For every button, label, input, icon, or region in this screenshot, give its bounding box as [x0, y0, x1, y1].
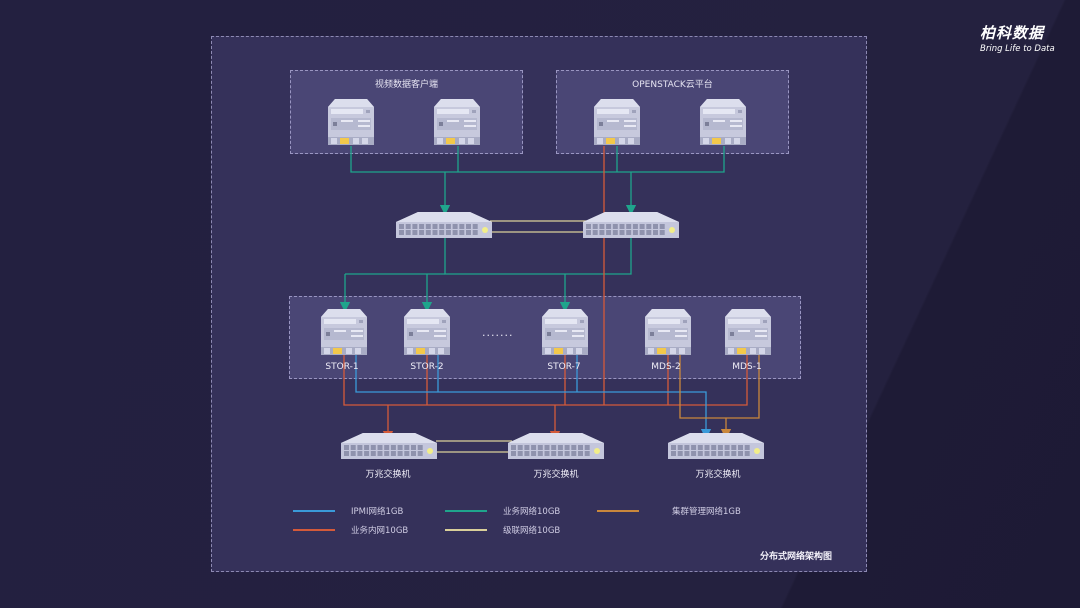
switch-label-3: 万兆交换机 — [695, 470, 741, 480]
legend-swatch — [445, 510, 487, 512]
server-icon-video-client-2 — [434, 99, 480, 145]
node-label-stor-1: STOR-1 — [325, 362, 359, 372]
legend-label: 业务网络10GB — [503, 507, 561, 517]
ellipsis: ······· — [482, 329, 514, 342]
legend-swatch — [597, 510, 639, 512]
group-title-video-clients: 视频数据客户端 — [374, 80, 438, 90]
switch-label-1: 万兆交换机 — [365, 470, 411, 480]
switch-business-2-icon — [583, 212, 679, 238]
server-icon-mds-1 — [725, 309, 771, 355]
logo-brand: 柏科数据 — [980, 24, 1045, 42]
node-label-mds-2: MDS-2 — [651, 362, 681, 372]
group-title-openstack: OPENSTACK云平台 — [632, 80, 713, 90]
group-openstack: OPENSTACK云平台 — [556, 70, 789, 154]
node-label-mds-1: MDS-1 — [732, 362, 762, 372]
legend-ipmi: IPMI网络1GB — [293, 505, 403, 517]
legend-cluster-mgmt: 集群管理网络1GB — [597, 505, 741, 517]
server-icon-stor-1 — [321, 309, 367, 355]
diagram-caption: 分布式网络架构图 — [760, 552, 833, 562]
legend-business: 业务网络10GB — [445, 505, 560, 517]
legend-swatch — [445, 529, 487, 531]
legend-label: 业务内网10GB — [351, 526, 409, 536]
server-icon-stor-2 — [404, 309, 450, 355]
server-icon-openstack-2 — [700, 99, 746, 145]
switch-label-2: 万兆交换机 — [533, 470, 579, 480]
logo-tagline: Bring Life to Data — [980, 44, 1055, 54]
legend-swatch — [293, 529, 335, 531]
legend-cascade: 级联网络10GB — [445, 524, 560, 536]
server-icon-mds-2 — [645, 309, 691, 355]
company-logo: 柏科数据 Bring Life to Data — [980, 24, 1055, 55]
server-icon-openstack-1 — [594, 99, 640, 145]
legend-label: IPMI网络1GB — [351, 507, 404, 517]
node-label-stor-7: STOR-7 — [547, 362, 581, 372]
group-video-clients: 视频数据客户端 — [290, 70, 523, 154]
legend-swatch — [293, 510, 335, 512]
server-icon-stor-7 — [542, 309, 588, 355]
legend-label: 级联网络10GB — [503, 526, 561, 536]
legend-intranet: 业务内网10GB — [293, 524, 408, 536]
legend-label: 集群管理网络1GB — [672, 507, 741, 517]
node-label-stor-2: STOR-2 — [410, 362, 444, 372]
server-icon-video-client-1 — [328, 99, 374, 145]
switch-10g-2-icon — [508, 433, 604, 459]
switch-10g-3-icon — [668, 433, 764, 459]
switch-10g-1-icon — [341, 433, 437, 459]
switch-business-1-icon — [396, 212, 492, 238]
